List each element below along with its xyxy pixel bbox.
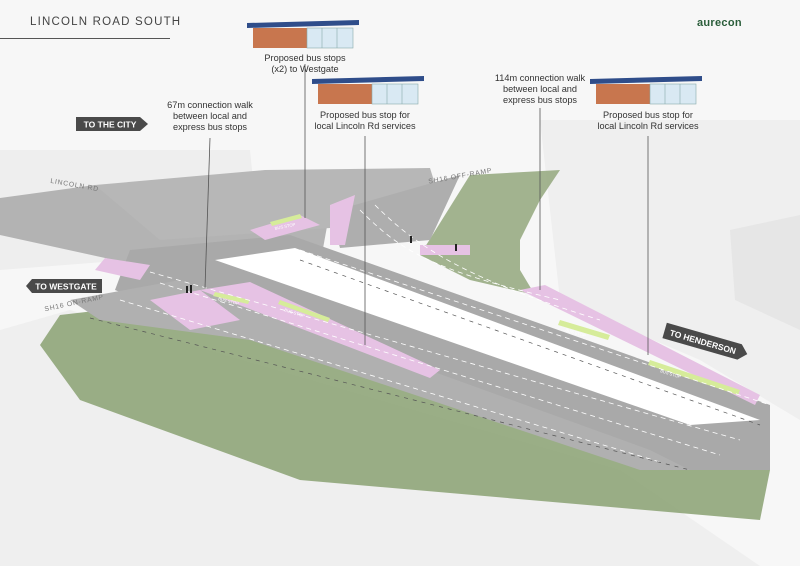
callout-walk-67m: 67m connection walk between local and ex… (152, 100, 268, 133)
faded-building (730, 215, 800, 330)
pedestrians (186, 236, 457, 293)
callout-line: express bus stops (502, 95, 578, 105)
bus-stop-text: BUS STOP (284, 307, 306, 318)
callout-line: (x2) to Westgate (271, 64, 339, 74)
callout-line: between local and (502, 84, 578, 94)
sign-to-city-label: TO THE CITY (84, 120, 137, 130)
sign-to-westgate-label: TO WESTGATE (35, 282, 97, 292)
footpath-north (250, 215, 320, 240)
footpath-south (200, 282, 440, 378)
callout-line: between local and (172, 111, 248, 121)
bus-stop-strip-c (558, 320, 610, 340)
callout-line: local Lincoln Rd services (314, 121, 416, 131)
aurecon-logo: aurecon (697, 17, 742, 29)
footpath-island (330, 195, 355, 245)
lane-line (159, 282, 721, 456)
grass-verge (40, 300, 770, 520)
lane-markings (119, 204, 771, 463)
callout-line: 114m connection walk (494, 73, 586, 83)
pedestrian-icon (410, 236, 412, 243)
bus-stop-strip-d (648, 360, 740, 395)
callout-leaders (204, 64, 649, 355)
callout-line: Proposed bus stops (264, 53, 346, 63)
bus-stop-text: BUS STOP (274, 222, 296, 231)
central-median (215, 248, 760, 425)
lane-line (359, 209, 561, 301)
bus-stop-strip-b (213, 292, 250, 304)
edge-line (89, 317, 691, 471)
callout-local-stop-right: Proposed bus stop for local Lincoln Rd s… (583, 110, 713, 132)
pedestrian-icon (190, 285, 192, 293)
footpath-crossing (420, 245, 470, 255)
bus-stop-markings: BUS STOP BUS STOP BUS STOP BUS STOP BUS … (218, 222, 682, 380)
callout-line: Proposed bus stop for (603, 110, 693, 120)
callout-line: Proposed bus stop for (320, 110, 410, 120)
lane-line (374, 204, 601, 321)
off-ramp-curve (330, 175, 460, 248)
footpath-corner (150, 290, 240, 330)
leader-walk-67 (204, 137, 211, 289)
on-ramp-lanes (70, 280, 690, 470)
page-title: LINCOLN ROAD SOUTH (30, 16, 182, 28)
edge-line (299, 259, 761, 426)
bus-stop-strip-e (270, 214, 302, 226)
lane-line (149, 271, 741, 441)
callout-walk-114m: 114m connection walk between local and e… (480, 73, 600, 106)
bus-shelter-illustration (247, 20, 359, 49)
pedestrian-icon (455, 244, 457, 251)
bus-stop-strip-a (278, 300, 330, 322)
lane-edge-lines (89, 259, 761, 471)
lane-line (299, 249, 771, 406)
callout-line: express bus stops (172, 122, 248, 132)
callout-local-stop-centre: Proposed bus stop for local Lincoln Rd s… (300, 110, 430, 132)
motorway-carriageway (115, 235, 770, 470)
bus-shelter-illustration (590, 76, 702, 105)
sign-to-city: TO THE CITY (76, 117, 148, 131)
callout-line: local Lincoln Rd services (597, 121, 699, 131)
callout-line: 67m connection walk (167, 100, 253, 110)
sign-to-westgate: TO WESTGATE (26, 279, 102, 293)
pedestrian-icon (186, 286, 188, 293)
title-underline (0, 38, 170, 39)
bus-stop-text: BUS STOP (660, 368, 682, 379)
footpath-east (520, 285, 760, 405)
lane-line (119, 299, 661, 463)
footpath-west (95, 258, 150, 280)
bus-shelter-illustration (312, 76, 424, 105)
callout-stops-westgate: Proposed bus stops (x2) to Westgate (246, 53, 364, 75)
bus-stop-text: BUS STOP (218, 296, 240, 306)
bus-stop-text: BUS STOP (565, 327, 587, 338)
lincoln-rd-north (95, 168, 440, 240)
